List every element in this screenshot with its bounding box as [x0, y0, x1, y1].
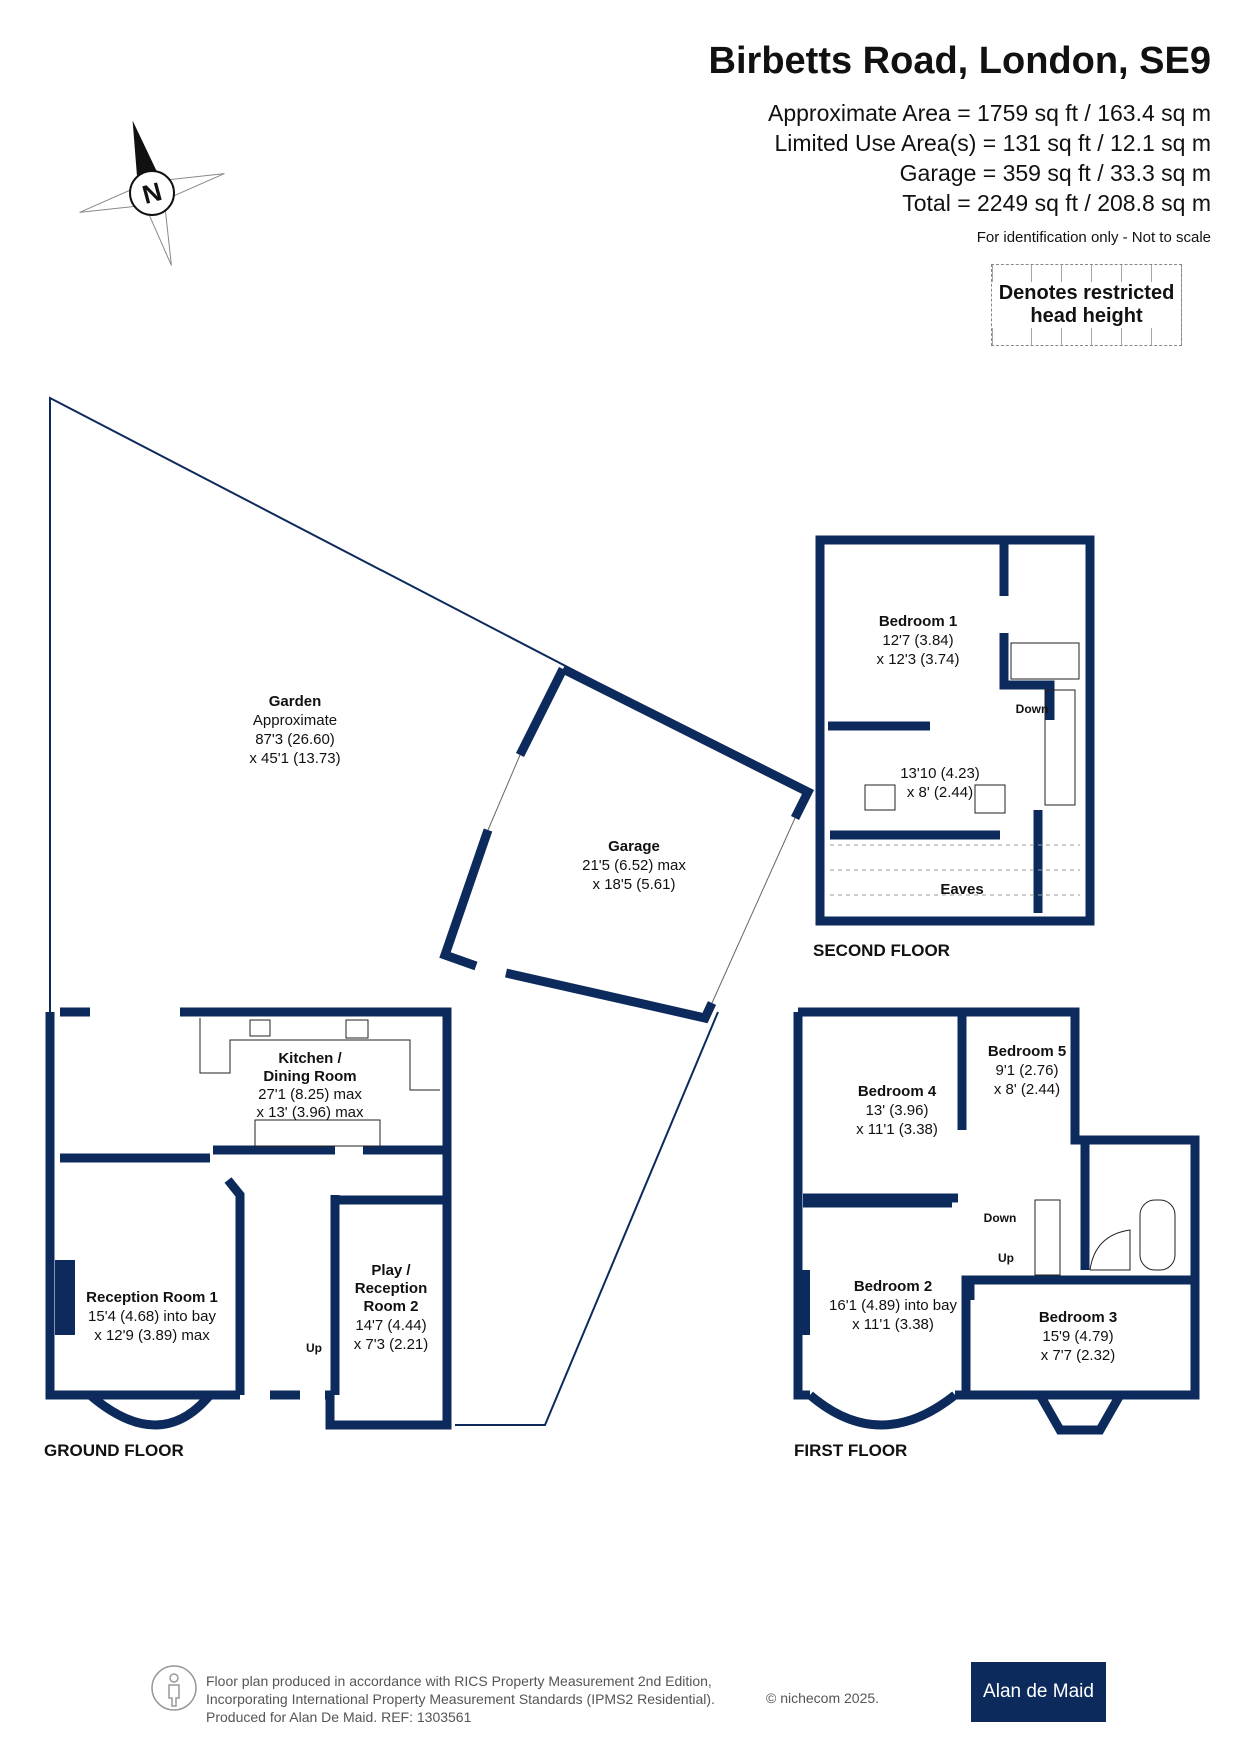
- bedroom1-label: Bedroom 1: [879, 613, 957, 630]
- scale-note: For identification only - Not to scale: [976, 229, 1211, 246]
- garden-dim-1: Approximate: [253, 712, 337, 729]
- garden-dim-3: x 45'1 (13.73): [249, 750, 340, 767]
- footer-line-2: Incorporating International Property Mea…: [206, 1691, 715, 1707]
- fireplace: [55, 1260, 75, 1335]
- skylight-2: [974, 784, 1006, 814]
- bedroom2-fireplace: [798, 1270, 810, 1335]
- bedroom1-dim-2: x 12'3 (3.74): [877, 651, 960, 668]
- bedroom1-dim-1: 12'7 (3.84): [882, 632, 953, 649]
- limited-use-area: Limited Use Area(s) = 131 sq ft / 12.1 s…: [774, 130, 1211, 156]
- footer-line-3: Produced for Alan De Maid. REF: 1303561: [206, 1709, 472, 1725]
- first-floor-walls: [793, 1007, 1200, 1400]
- reception1-dim-2: x 12'9 (3.89) max: [94, 1327, 210, 1344]
- eaves-restricted-area: [830, 844, 1080, 896]
- second-floor-walls: [815, 535, 1095, 926]
- skylight-1: [864, 784, 896, 811]
- approximate-area: Approximate Area = 1759 sq ft / 163.4 sq…: [767, 100, 1211, 126]
- bedroom3-dim-2: x 7'7 (2.32): [1041, 1347, 1116, 1364]
- legend-label: Denotes restricted head height: [992, 282, 1181, 328]
- ground-stairs-up: Up: [306, 1341, 322, 1355]
- garden-label: Garden: [269, 693, 322, 710]
- garage-label: Garage: [608, 838, 660, 855]
- footer-credit: © nichecom 2025.: [766, 1690, 880, 1706]
- kitchen-label-2: Dining Room: [263, 1068, 356, 1085]
- accessibility-person-icon: [151, 1665, 197, 1711]
- play-dim-1: 14'7 (4.44): [355, 1317, 426, 1334]
- kitchen-label-1: Kitchen /: [278, 1050, 342, 1067]
- garden-boundary: [49, 396, 809, 1426]
- bedroom4-dim-2: x 11'1 (3.38): [856, 1121, 938, 1138]
- bedroom2-label: Bedroom 2: [854, 1278, 932, 1295]
- bedroom4-dim-1: 13' (3.96): [866, 1102, 929, 1119]
- second-stairs-down: Down: [1016, 702, 1049, 716]
- compass-rose-icon: N: [79, 120, 225, 266]
- first-floor-title: FIRST FLOOR: [794, 1441, 907, 1460]
- page-title: Birbetts Road, London, SE9: [708, 40, 1211, 82]
- reception1-label: Reception Room 1: [86, 1289, 218, 1306]
- restricted-height-legend: Denotes restricted head height: [991, 264, 1182, 346]
- kitchen-units: [199, 1018, 440, 1147]
- garden-dim-2: 87'3 (26.60): [255, 731, 335, 748]
- first-floor-fittings: [1034, 1199, 1176, 1276]
- stairs-first: [1034, 1199, 1061, 1276]
- bedroom3-dim-1: 15'9 (4.79): [1042, 1328, 1113, 1345]
- bedroom3-bay-window: [1036, 1392, 1124, 1435]
- footer-line-1: Floor plan produced in accordance with R…: [206, 1673, 712, 1689]
- play-label-2: Reception: [355, 1280, 428, 1297]
- bedroom2-dim-1: 16'1 (4.89) into bay: [829, 1297, 957, 1314]
- ground-floor-walls: [45, 1007, 452, 1430]
- second-floor-title: SECOND FLOOR: [813, 941, 950, 960]
- shower-tray: [1010, 642, 1080, 680]
- first-stairs-down: Down: [984, 1211, 1017, 1225]
- landing2-dim-2: x 8' (2.44): [907, 784, 973, 801]
- garage-dim-1: 21'5 (6.52) max: [582, 857, 686, 874]
- shower-quadrant: [1089, 1229, 1131, 1271]
- bath: [1139, 1199, 1176, 1271]
- play-dim-2: x 7'3 (2.21): [354, 1336, 429, 1353]
- stairs-second: [1044, 689, 1076, 806]
- footer-notes: Floor plan produced in accordance with R…: [206, 1672, 715, 1726]
- garage-area: Garage = 359 sq ft / 33.3 sq m: [899, 160, 1211, 186]
- bedroom2-dim-2: x 11'1 (3.38): [852, 1316, 934, 1333]
- landing2-dim-1: 13'10 (4.23): [900, 765, 980, 782]
- play-label-3: Room 2: [363, 1298, 418, 1315]
- eaves-label: Eaves: [940, 881, 983, 898]
- second-floor-fittings: [864, 642, 1080, 814]
- ground-floor-title: GROUND FLOOR: [44, 1441, 184, 1460]
- bedroom5-dim-1: 9'1 (2.76): [996, 1062, 1059, 1079]
- first-stairs-up: Up: [998, 1251, 1014, 1265]
- reception1-dim-1: 15'4 (4.68) into bay: [88, 1308, 216, 1325]
- reception-bay-window: [87, 1391, 214, 1430]
- bedroom2-bay-window: [807, 1391, 958, 1430]
- kitchen-dim-1: 27'1 (8.25) max: [258, 1086, 362, 1103]
- bedroom3-label: Bedroom 3: [1039, 1309, 1117, 1326]
- total-area: Total = 2249 sq ft / 208.8 sq m: [902, 190, 1211, 216]
- kitchen-dim-2: x 13' (3.96) max: [256, 1104, 364, 1121]
- garage-walls: [439, 664, 815, 1024]
- garage-dim-2: x 18'5 (5.61): [593, 876, 676, 893]
- play-label-1: Play /: [371, 1262, 411, 1279]
- bedroom5-label: Bedroom 5: [988, 1043, 1066, 1060]
- bedroom5-dim-2: x 8' (2.44): [994, 1081, 1060, 1098]
- brand-logo: Alan de Maid: [971, 1662, 1106, 1722]
- bedroom4-label: Bedroom 4: [858, 1083, 937, 1100]
